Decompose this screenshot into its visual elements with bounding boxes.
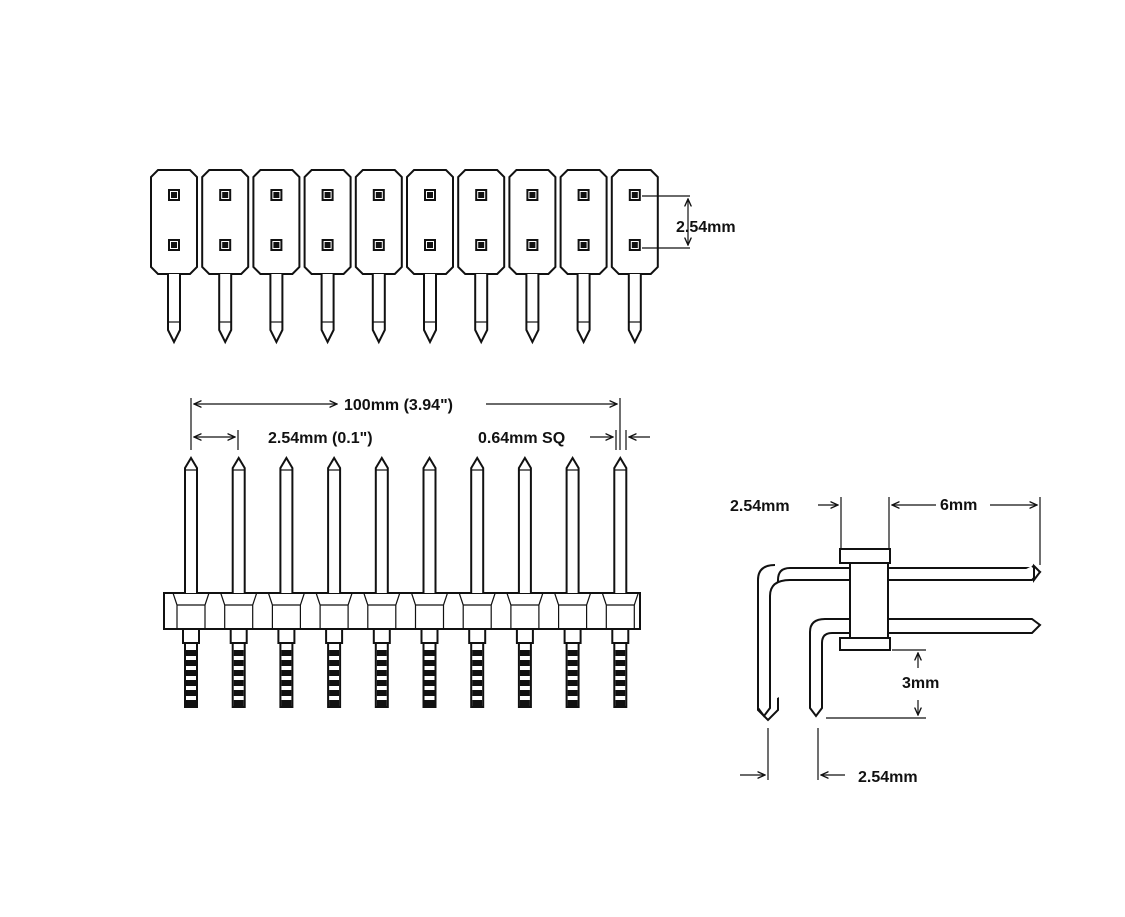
top-row-pitch-label: 2.54mm xyxy=(676,219,736,236)
side-height-label: 3mm xyxy=(902,675,939,692)
top-row-pitch-dimension: 2.54mm xyxy=(642,195,736,249)
front-dimensions: 100mm (3.94") 2.54mm (0.1") 0.64mm SQ xyxy=(190,397,650,450)
top-pin-3 xyxy=(252,169,301,345)
front-pin-9 xyxy=(554,456,592,708)
side-view xyxy=(757,548,1042,722)
front-pin-2 xyxy=(220,456,258,708)
front-pin-8 xyxy=(506,456,544,708)
top-view xyxy=(150,169,659,345)
front-pin-3 xyxy=(267,456,305,708)
front-pin-1 xyxy=(172,456,210,708)
pitch-label: 2.54mm (0.1") xyxy=(268,430,373,447)
top-pin-6 xyxy=(406,169,454,345)
top-pin-7 xyxy=(457,169,506,345)
front-pin-5 xyxy=(363,456,401,708)
side-top-right-label: 6mm xyxy=(940,497,977,514)
front-pin-6 xyxy=(410,456,449,708)
front-pin-10 xyxy=(601,456,639,708)
top-pin-5 xyxy=(354,169,403,345)
side-bottom-label: 2.54mm xyxy=(858,769,918,786)
pin-size-label: 0.64mm SQ xyxy=(478,430,565,447)
top-pin-4 xyxy=(303,169,352,345)
front-pin-7 xyxy=(458,456,496,708)
total-length-label: 100mm (3.94") xyxy=(344,397,453,414)
top-pin-8 xyxy=(508,169,557,345)
top-pin-1 xyxy=(150,169,198,345)
side-top-left-label: 2.54mm xyxy=(730,498,790,515)
side-dimensions: 2.54mm 6mm 3mm 2.54mm xyxy=(730,497,1041,786)
front-pin-4 xyxy=(315,456,353,708)
top-pin-9 xyxy=(559,169,608,345)
top-pin-2 xyxy=(201,169,250,345)
header-strip xyxy=(163,592,641,630)
front-view xyxy=(163,456,641,708)
